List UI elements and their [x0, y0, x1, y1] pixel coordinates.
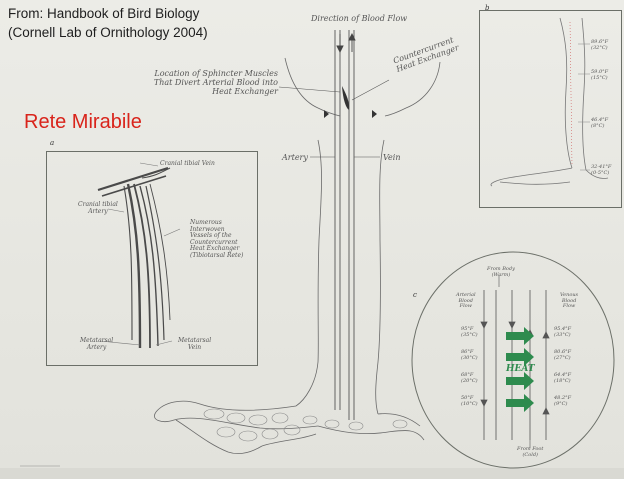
left-temp-2-c: (30°C) — [461, 356, 478, 362]
right-temp-4: 48.2°F (9°C) — [554, 396, 571, 407]
left-temp-1: 95°F (35°C) — [461, 327, 478, 338]
right-temp-4-c: (9°C) — [554, 402, 571, 408]
left-temp-1-c: (35°C) — [461, 333, 478, 339]
from-body-label: From Body (Warm) — [487, 267, 515, 278]
arterial-flow-label: Arterial Blood Flow — [456, 293, 476, 310]
left-temp-4: 50°F (10°C) — [461, 396, 478, 407]
left-temp-2: 86°F (30°C) — [461, 350, 478, 361]
right-temp-3-c: (18°C) — [554, 379, 571, 385]
left-temp-3: 68°F (20°C) — [461, 373, 478, 384]
venous-line-3: Flow — [560, 304, 578, 310]
right-temp-2: 80.6°F (27°C) — [554, 350, 571, 361]
heat-arrow-1 — [506, 327, 534, 345]
from-body-line-2: (Warm) — [487, 273, 515, 279]
right-temp-3: 64.4°F (18°C) — [554, 373, 571, 384]
from-foot-label: From Foot (Cold) — [517, 447, 543, 458]
left-temp-4-c: (10°C) — [461, 402, 478, 408]
arterial-line-3: Flow — [456, 304, 476, 310]
heat-arrow-3 — [506, 372, 534, 390]
heat-label: HEAT — [506, 365, 535, 374]
heat-arrow-4 — [506, 394, 534, 412]
from-foot-line-2: (Cold) — [517, 453, 543, 459]
venous-flow-label: Venous Blood Flow — [560, 293, 578, 310]
right-temp-2-c: (27°C) — [554, 356, 571, 362]
right-temp-1-c: (33°C) — [554, 333, 571, 339]
left-temp-3-c: (20°C) — [461, 379, 478, 385]
right-temp-1: 95.4°F (33°C) — [554, 327, 571, 338]
